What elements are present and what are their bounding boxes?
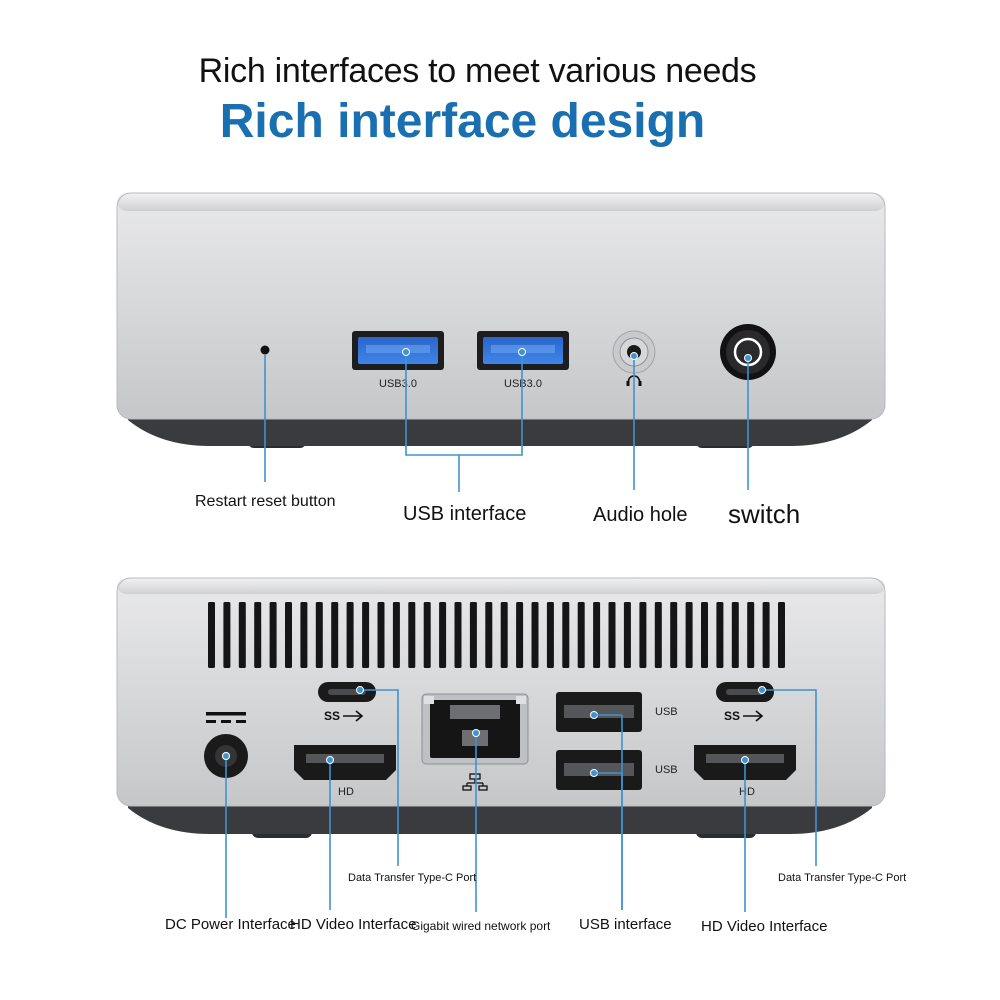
label-hd-video-right: HD Video Interface	[701, 918, 828, 935]
vent-slot	[577, 602, 585, 668]
front-usb-port-2-text: USB3.0	[504, 378, 542, 390]
vent-slot	[269, 602, 277, 668]
vent-slot	[516, 602, 524, 668]
vent-slot	[531, 602, 539, 668]
vent-slot	[778, 602, 785, 668]
dc-symbol-icon	[206, 712, 246, 723]
vent-slot	[208, 602, 215, 668]
label-typec-right: Data Transfer Type-C Port	[778, 872, 907, 884]
rear-vents	[208, 602, 785, 668]
svg-text:SS: SS	[324, 709, 340, 723]
vent-slot	[701, 602, 708, 668]
vent-slot	[362, 602, 370, 668]
front-usb-port-1	[352, 331, 444, 370]
rear-ethernet-port	[421, 693, 529, 765]
page-title: Rich interfaces to meet various needs	[198, 52, 757, 90]
rear-usb-leader-joins	[594, 714, 622, 774]
vent-slot	[593, 602, 601, 668]
vent-slot	[670, 602, 678, 668]
vent-slot	[623, 602, 631, 668]
front-panel: USB3.0 USB3.0	[116, 192, 886, 448]
vent-slot	[223, 602, 231, 668]
label-gigabit-lan: Gigabit wired network port	[411, 919, 551, 933]
label-audio-hole: Audio hole	[593, 504, 688, 526]
vent-slot	[469, 602, 477, 668]
label-dc-power: DC Power Interface	[165, 916, 296, 933]
vent-slot	[454, 602, 462, 668]
superspeed-usb-icon: SS	[724, 709, 764, 723]
front-body	[117, 193, 885, 419]
vent-slot	[685, 602, 693, 668]
vent-slot	[423, 602, 431, 668]
vent-slot	[238, 602, 246, 668]
label-typec-left: Data Transfer Type-C Port	[348, 872, 477, 884]
label-hd-video-left: HD Video Interface	[290, 916, 417, 933]
vent-slot	[654, 602, 662, 668]
vent-slot	[716, 602, 724, 668]
rear-usb-port-top	[556, 692, 642, 732]
vent-slot	[392, 602, 400, 668]
label-switch: switch	[728, 499, 801, 529]
vent-slot	[439, 602, 447, 668]
rear-hdmi-right-text: HD	[739, 786, 755, 798]
svg-text:SS: SS	[724, 709, 740, 723]
vent-slot	[747, 602, 755, 668]
network-icon	[462, 773, 488, 791]
power-icon	[720, 324, 776, 380]
superspeed-usb-icon: SS	[324, 709, 364, 723]
vent-slot	[377, 602, 385, 668]
rear-panel: SS HD	[116, 577, 886, 838]
vent-slot	[300, 602, 308, 668]
rear-hdmi-left-text: HD	[338, 786, 354, 798]
rear-usb-top-text: USB	[655, 706, 678, 718]
label-usb-interface-rear: USB interface	[579, 916, 672, 933]
vent-slot	[315, 602, 323, 668]
rear-leader-dots	[222, 686, 766, 777]
page-subtitle: Rich interface design	[219, 95, 706, 148]
vent-slot	[546, 602, 554, 668]
vent-slot	[346, 602, 354, 668]
rear-typec-port-left	[318, 682, 376, 702]
rear-usb-port-bottom	[556, 750, 642, 790]
vent-slot	[608, 602, 616, 668]
front-leader-dots	[402, 348, 752, 362]
rear-base	[128, 800, 872, 834]
label-usb-interface-front: USB interface	[403, 503, 527, 525]
vent-slot	[562, 602, 570, 668]
vent-slot	[285, 602, 292, 668]
vent-slot	[731, 602, 739, 668]
vent-slot	[485, 602, 493, 668]
vent-slot	[408, 602, 416, 668]
vent-slot	[762, 602, 770, 668]
rear-usb-bottom-text: USB	[655, 764, 678, 776]
vent-slot	[500, 602, 508, 668]
front-base	[128, 412, 872, 446]
vent-slot	[639, 602, 647, 668]
front-usb-port-1-text: USB3.0	[379, 378, 417, 390]
rear-hdmi-port-left	[294, 745, 396, 780]
vent-slot	[254, 602, 262, 668]
reset-hole	[260, 345, 270, 355]
label-reset-button: Restart reset button	[195, 493, 336, 510]
vent-slot	[331, 602, 339, 668]
front-leader-lines	[264, 352, 749, 492]
front-top-edge	[117, 193, 885, 211]
rear-leader-lines	[225, 689, 817, 918]
